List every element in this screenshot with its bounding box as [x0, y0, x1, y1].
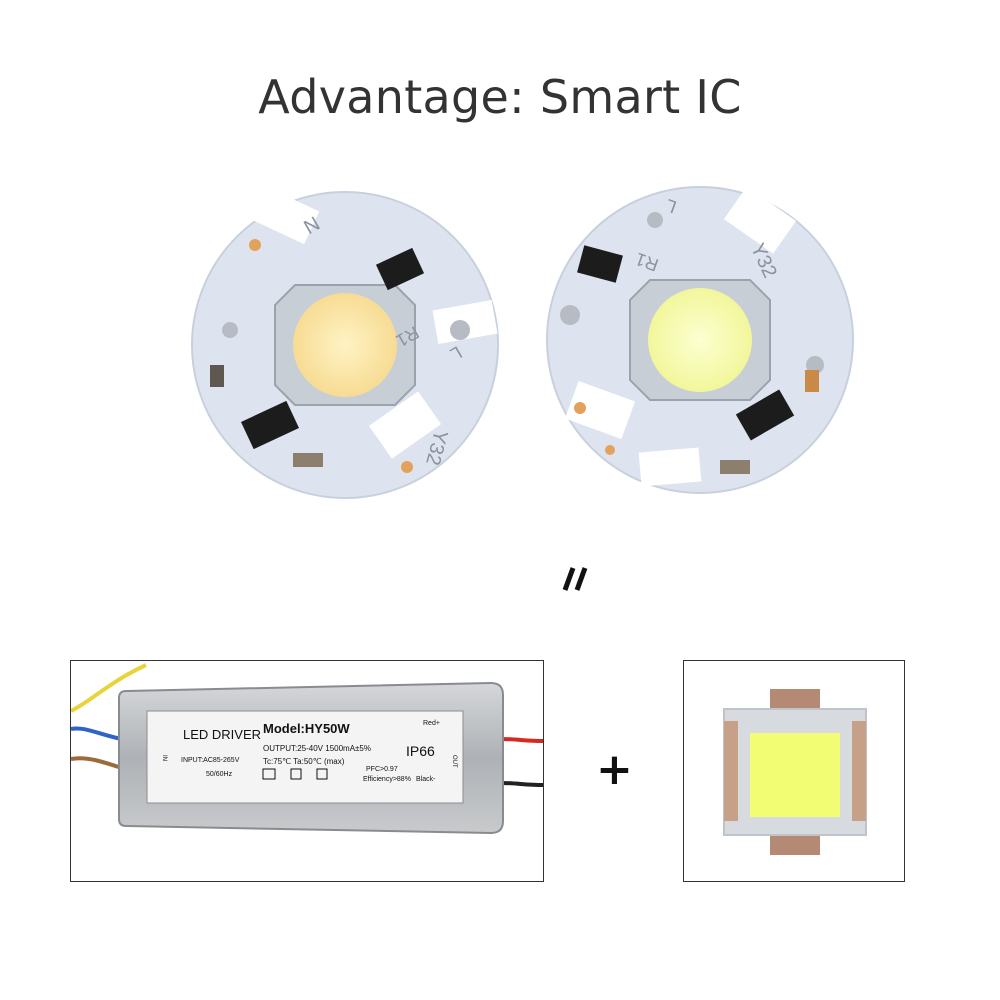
black-wire — [500, 781, 543, 787]
warm-led-emitter — [293, 293, 397, 397]
driver-red: Red+ — [423, 720, 440, 727]
driver-model: Model:HY50W — [263, 721, 350, 736]
driver-pfc: PFC>0.97 — [366, 766, 398, 773]
chip-emitter — [750, 733, 840, 817]
equals-sign — [562, 567, 588, 591]
page-title: Advantage: Smart IC — [258, 70, 742, 124]
warm-led-module: N R1 L Y32 — [191, 185, 499, 499]
ic-chip — [735, 389, 795, 441]
driver-label: LED DRIVER — [183, 727, 261, 742]
cob-chip-frame — [683, 660, 905, 882]
driver-efficiency: Efficiency>88% — [363, 776, 411, 783]
ic-chip — [375, 247, 425, 291]
cool-led-module: L R1 Y32 — [546, 186, 854, 494]
driver-input: INPUT:AC85-265V — [181, 757, 240, 764]
driver-output: OUTPUT:25-40V 1500mA±5% — [263, 744, 371, 753]
driver-out: OUT — [451, 755, 457, 768]
driver-temps: Tc:75℃ Ta:50℃ (max) — [263, 757, 345, 766]
driver-rating: IP66 — [406, 743, 435, 759]
plus-sign: + — [596, 744, 633, 795]
ic-chip — [241, 400, 299, 450]
driver-in: IN — [161, 755, 167, 761]
cob-led-chip — [723, 689, 867, 855]
led-driver: LED DRIVER Model:HY50W OUTPUT:25-40V 150… — [71, 663, 543, 835]
yellow-wire — [71, 663, 147, 713]
ic-chip — [577, 245, 623, 283]
red-wire — [500, 737, 543, 743]
cool-led-emitter — [648, 288, 752, 392]
led-driver-frame: LED DRIVER Model:HY50W OUTPUT:25-40V 150… — [70, 660, 544, 882]
driver-freq: 50/60Hz — [206, 771, 233, 778]
driver-black: Black- — [416, 776, 436, 783]
